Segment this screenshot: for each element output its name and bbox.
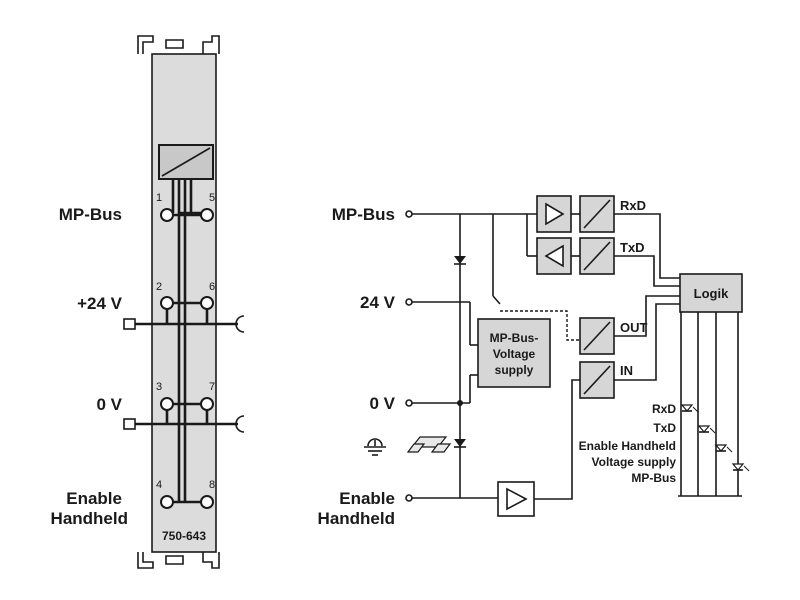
led-label-voltage: Voltage supply	[592, 455, 677, 469]
power-jumper-contact	[123, 318, 136, 330]
label-enable-left-1: Enable	[66, 489, 122, 508]
label-mpbus: MP-Bus	[332, 205, 395, 224]
label-enable-left-2: Handheld	[51, 509, 128, 528]
terminal-row-mpbus	[160, 208, 214, 222]
pin-1: 1	[156, 192, 162, 204]
supply-label-2: Voltage	[493, 347, 536, 361]
part-number: 750-643	[162, 529, 206, 543]
led-label-rxd: RxD	[652, 402, 676, 416]
terminal-row-24v	[123, 296, 245, 333]
led-label-mpbus: MP-Bus	[631, 471, 676, 485]
diode-bottom	[454, 439, 466, 448]
supply-label-3: supply	[495, 363, 534, 377]
led-label-txd: TxD	[653, 421, 676, 435]
label-24v: 24 V	[360, 293, 396, 312]
led-mpbus	[731, 463, 750, 472]
label-0v: 0 V	[369, 394, 395, 413]
label-logik: Logik	[694, 286, 729, 301]
label-mpbus-left: MP-Bus	[59, 205, 122, 224]
pin-7: 7	[209, 381, 215, 393]
led-rxd	[680, 404, 699, 413]
pin-8: 8	[209, 479, 215, 491]
din-rail-icon	[406, 436, 452, 453]
supply-label-1: MP-Bus-	[490, 331, 539, 345]
power-jumper-contact	[123, 418, 136, 430]
led-txd	[697, 425, 716, 434]
logic-block	[679, 273, 743, 313]
pin-6: 6	[209, 281, 215, 293]
label-0v-left: 0 V	[96, 395, 122, 414]
ground-icon	[364, 438, 386, 456]
terminal-row-enable	[160, 495, 214, 509]
label-rxd: RxD	[620, 198, 646, 213]
pin-5: 5	[209, 192, 215, 204]
label-24v-left: +24 V	[77, 294, 123, 313]
pin-4: 4	[156, 479, 162, 491]
schematic: MP-Bus 24 V 0 V Enable Handheld	[318, 195, 750, 528]
label-out: OUT	[620, 320, 648, 335]
diode-top	[454, 256, 466, 265]
terminal-module: 1 5 2 6 3 7 4 8 750-643	[123, 35, 245, 569]
pin-3: 3	[156, 381, 162, 393]
pin-2: 2	[156, 281, 162, 293]
voltage-supply-block	[477, 318, 551, 388]
label-enable-2: Handheld	[318, 509, 395, 528]
terminal-row-0v	[123, 397, 245, 433]
label-txd: TxD	[620, 240, 645, 255]
label-in: IN	[620, 363, 633, 378]
led-label-enable: Enable Handheld	[579, 439, 676, 453]
label-enable-1: Enable	[339, 489, 395, 508]
led-enable	[714, 444, 733, 453]
